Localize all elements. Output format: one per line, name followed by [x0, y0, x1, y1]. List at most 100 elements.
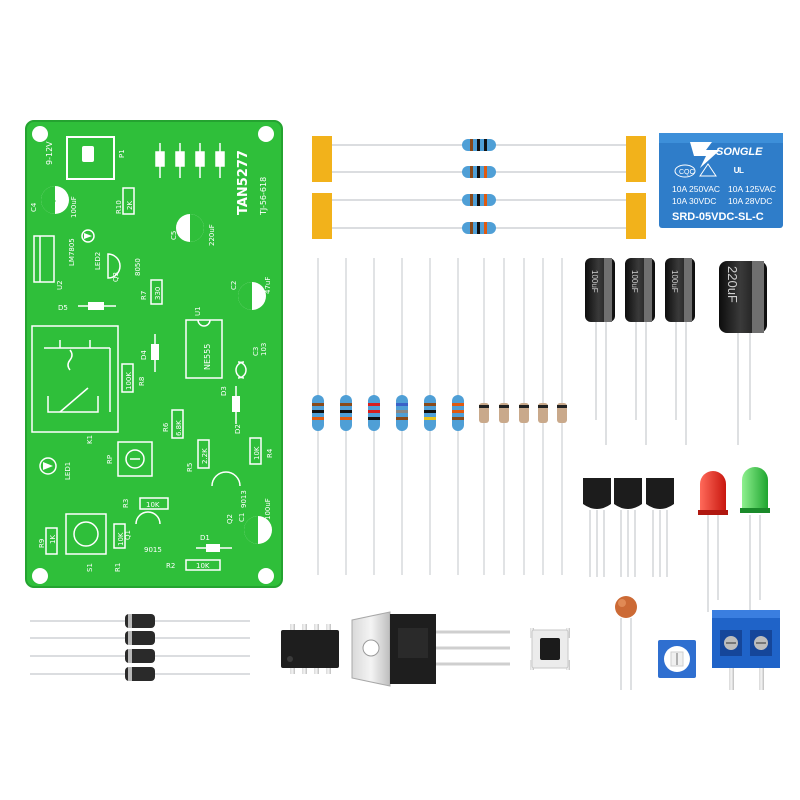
trimmer-potentiometer [658, 640, 696, 678]
dip8-chip [281, 624, 339, 674]
ceramic-capacitor [615, 596, 637, 690]
taped-resistor [462, 139, 496, 151]
transistors [583, 478, 674, 577]
voltage-regulator [351, 611, 510, 687]
pcb-label-r5: R5 [186, 463, 194, 472]
small-diode [519, 403, 529, 423]
pcb-label-r4: R4 [266, 448, 274, 458]
ul-mark-icon: ᵁᴸ [734, 165, 744, 179]
pcb-label-q1: Q1 [124, 530, 132, 540]
pcb-label-led2: LED2 [94, 252, 102, 270]
pcb-label-d3: D3 [220, 386, 228, 396]
pcb-board: 9-12V P1 TAN5277 TJ-56-618 + C4 100uF R1… [25, 120, 283, 588]
pcb-label-q3-type: 8050 [134, 258, 142, 276]
resistor [340, 395, 352, 431]
pcb-label-c1-val: 100uF [264, 498, 272, 520]
pcb-label-r10-val: 2K [126, 201, 134, 210]
transistor [646, 478, 674, 509]
pcb-label-r10: R10 [115, 200, 123, 214]
capacitor-small: 100uF [585, 258, 615, 322]
transistor [583, 478, 611, 509]
pcb-label-r1-val: 10K [117, 532, 125, 546]
pcb-label-u1-chip: NE555 [203, 344, 212, 370]
pcb-label-r9: R9 [38, 539, 46, 548]
capacitor-large: 220uF [719, 261, 767, 333]
resistor [312, 395, 324, 431]
relay: SONGLE CQC ᵁᴸ 10A 250VAC 10A 125VAC 10A … [659, 133, 783, 228]
diode [125, 614, 155, 628]
pcb-label-q1-type: 9015 [144, 546, 162, 554]
pcb-label-c3: C3 [252, 347, 260, 356]
pcb-label-q3: Q3 [112, 272, 120, 282]
capacitor-small: 100uF [665, 258, 695, 322]
resistor [396, 395, 408, 431]
diode [125, 649, 155, 663]
led-green [740, 467, 770, 513]
resistor [452, 395, 464, 431]
diode [125, 667, 155, 681]
pcb-label-c1: C1 [238, 513, 246, 522]
resistor [424, 395, 436, 431]
pcb-relay-footprint [31, 325, 119, 433]
pcb-label-r4-val: 10K [253, 446, 261, 460]
pcb-label-r3: R3 [122, 499, 130, 508]
pcb-label-d4: D4 [140, 350, 148, 360]
relay-rating-2-right: 10A 28VDC [728, 196, 772, 206]
relay-rating-1-right: 10A 125VAC [728, 184, 776, 194]
relay-rating-2-left: 10A 30VDC [672, 196, 716, 206]
pcb-label-r8: R8 [138, 377, 146, 386]
small-diode [557, 403, 567, 423]
songle-logo-icon [690, 142, 720, 168]
pcb-label-r6: R6 [162, 422, 170, 432]
pcb-label-c2: C2 [230, 281, 238, 290]
led-red [698, 471, 728, 515]
pcb-label-r7-val: 330 [154, 287, 162, 300]
capacitor-small-label: 100uF [590, 270, 599, 293]
pcb-label-rp: RP [106, 455, 114, 464]
pcb-label-power: 9-12V [45, 141, 54, 165]
relay-cert: CQC [679, 169, 695, 176]
relay-brand: SONGLE [716, 146, 763, 158]
diodes-bottom [30, 614, 250, 681]
diode [125, 631, 155, 645]
pcb-label-c3-val: 103 [260, 343, 268, 356]
pcb-label-u2: U2 [56, 280, 64, 290]
pcb-label-r3-val: 10K [146, 501, 160, 509]
pcb-label-c2-val: 47uF [264, 277, 272, 294]
small-diode [538, 403, 548, 423]
taped-resistor-strip [312, 136, 646, 239]
relay-model: SRD-05VDC-SL-C [672, 211, 764, 223]
pcb-board-sub: TJ-56-618 [259, 177, 268, 216]
pcb-diode-row [155, 143, 225, 178]
transistor [614, 478, 642, 509]
pcb-label-r2-val: 10K [196, 562, 210, 570]
taped-resistor [462, 166, 496, 178]
pcb-label-k1: K1 [86, 435, 94, 444]
capacitor-small-label: 100uF [670, 270, 679, 293]
pcb-label-d2: D2 [234, 424, 242, 434]
pcb-label-r2: R2 [166, 562, 175, 570]
small-diode [479, 403, 489, 423]
pcb-label-d5: D5 [58, 304, 68, 312]
pcb-label-c5: C5 [170, 231, 178, 240]
pcb-board-code: TAN5277 [236, 150, 251, 215]
capacitor-small: 100uF [625, 258, 655, 322]
pcb-label-q2-type: 9013 [240, 490, 248, 508]
taped-resistor [462, 222, 496, 234]
loose-resistors [312, 258, 567, 575]
tactile-button [530, 628, 570, 670]
pcb-label-d1: D1 [200, 534, 210, 542]
pcb-label-led1: LED1 [64, 462, 72, 480]
pcb-label-r1: R1 [114, 563, 122, 572]
capacitor-large-label: 220uF [725, 266, 740, 303]
pcb-label-c4: C4 [30, 202, 38, 212]
small-diode [499, 403, 509, 423]
pcb-label-r7: R7 [140, 291, 148, 300]
capacitor-small-label: 100uF [630, 270, 639, 293]
electrolytic-capacitors: 100uF 100uF 100uF 220uF [585, 258, 767, 445]
pcb-label-u1: U1 [194, 306, 202, 316]
svg-text:+: + [47, 194, 57, 208]
relay-rating-1-left: 10A 250VAC [672, 184, 720, 194]
pcb-label-r5-val: 2.2K [201, 448, 209, 464]
